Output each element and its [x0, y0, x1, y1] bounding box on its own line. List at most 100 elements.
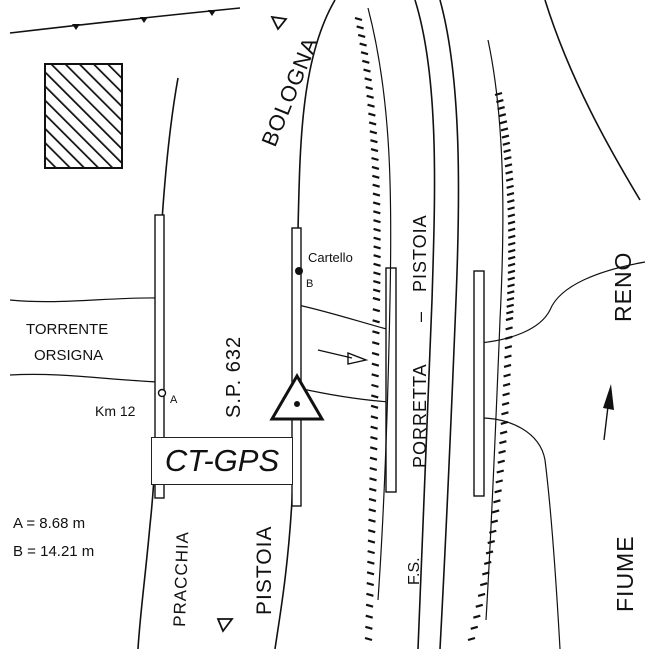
railway-tick — [507, 262, 516, 267]
point-a-marker — [157, 388, 167, 398]
label-rail-pistoia: PISTOIA — [410, 214, 430, 292]
railway-tick — [373, 219, 381, 224]
railway-tick — [369, 466, 378, 472]
railway-tick — [473, 614, 481, 619]
railway-tick — [373, 236, 381, 241]
railway-tick — [373, 210, 381, 215]
railway-tick — [487, 539, 496, 545]
railway-tick — [498, 113, 507, 118]
railway-tick — [505, 177, 514, 182]
station-label: CT-GPS — [151, 437, 293, 485]
railway-tick — [507, 255, 516, 260]
railway-tick — [506, 191, 515, 197]
railway-tick — [370, 435, 378, 441]
railway-tick — [369, 477, 377, 482]
railway-tick — [482, 571, 490, 576]
railway-tick — [371, 362, 380, 367]
railway-tick — [500, 127, 509, 132]
railway-tick — [372, 319, 380, 324]
railway-tick — [356, 25, 364, 30]
railway-tick — [371, 383, 379, 388]
railway-tick — [369, 130, 378, 135]
railway-tick — [506, 290, 515, 295]
direction-triangle-icon — [216, 618, 234, 633]
label-fiume: FIUME — [612, 535, 638, 612]
railway-tick — [507, 276, 516, 281]
railway-tick — [502, 382, 511, 387]
railway-tick — [503, 363, 512, 369]
railway-tick — [373, 279, 381, 285]
railway-tick — [505, 326, 513, 331]
railway-tick — [507, 227, 516, 232]
railway-tick — [372, 183, 380, 188]
railway-tick — [367, 539, 376, 544]
railway-tick — [370, 404, 379, 409]
railway-tick — [371, 156, 379, 162]
railway-tick — [504, 354, 512, 359]
railway-tick — [507, 213, 516, 218]
railway-tick — [496, 469, 505, 474]
railway-tick — [506, 297, 515, 302]
label-reno: RENO — [610, 252, 636, 322]
railway-tick — [367, 103, 375, 108]
railway-tick — [371, 341, 380, 346]
label-pistoia-road: PISTOIA — [253, 526, 276, 615]
railway-tick — [493, 499, 501, 504]
railway-tick — [372, 288, 381, 293]
flow-arrow-icon — [317, 349, 369, 365]
railway-tick — [366, 592, 374, 597]
railway-tick — [363, 68, 371, 73]
railway-tick — [507, 220, 516, 225]
railway-tick — [504, 163, 513, 168]
railway-tick — [495, 479, 504, 484]
railway-ticks — [354, 16, 516, 642]
point-b-marker — [295, 267, 303, 275]
railway-tick — [504, 345, 513, 350]
railway-tick — [372, 192, 381, 197]
railway-tick — [372, 201, 381, 206]
railway-tick — [507, 283, 515, 288]
railway-tick — [491, 509, 500, 514]
railway-tick — [359, 42, 367, 47]
boundary-line — [9, 7, 241, 34]
railway-tick — [367, 529, 376, 534]
railway-tick — [501, 401, 510, 406]
label-rail-dash: – — [410, 312, 430, 322]
bridge-left — [154, 214, 165, 499]
railway-tick — [499, 440, 507, 445]
railway-tick — [369, 446, 378, 451]
railway-tick — [504, 335, 513, 340]
label-point-a: A — [170, 394, 178, 406]
railway-tick — [362, 59, 370, 64]
railway-tick — [370, 415, 379, 420]
bridge-right — [291, 227, 302, 507]
railway-tick — [368, 487, 377, 492]
railway-tick — [368, 112, 376, 117]
label-cartello: Cartello — [308, 250, 353, 265]
railway-tick — [506, 303, 515, 308]
railway-tick — [485, 550, 494, 555]
label-orsigna: ORSIGNA — [34, 347, 103, 364]
railway-tick — [501, 411, 509, 416]
direction-triangle-icon — [270, 15, 288, 31]
label-torrente: TORRENTE — [26, 321, 108, 338]
railway-tick — [368, 121, 377, 126]
label-pracchia: PRACCHIA — [170, 531, 192, 627]
railway-tick — [357, 33, 366, 39]
railway-tick — [498, 449, 506, 454]
railway-tick — [370, 148, 379, 153]
label-rail-porretta: PORRETTA — [410, 363, 430, 468]
label-km: Km 12 — [95, 403, 136, 419]
railway-tick — [507, 206, 515, 211]
railway-tick — [373, 227, 381, 232]
rail-bridge-right — [473, 270, 485, 497]
railway-tick — [506, 310, 514, 315]
road-sp632 — [137, 0, 336, 649]
railway-tick — [507, 199, 515, 204]
railway-tick — [499, 430, 508, 435]
railway-tick — [503, 148, 511, 154]
railway-tick — [364, 77, 372, 82]
railway-tick — [507, 248, 516, 253]
railway-tick — [372, 174, 380, 179]
benchmark-triangle-icon — [269, 373, 325, 421]
